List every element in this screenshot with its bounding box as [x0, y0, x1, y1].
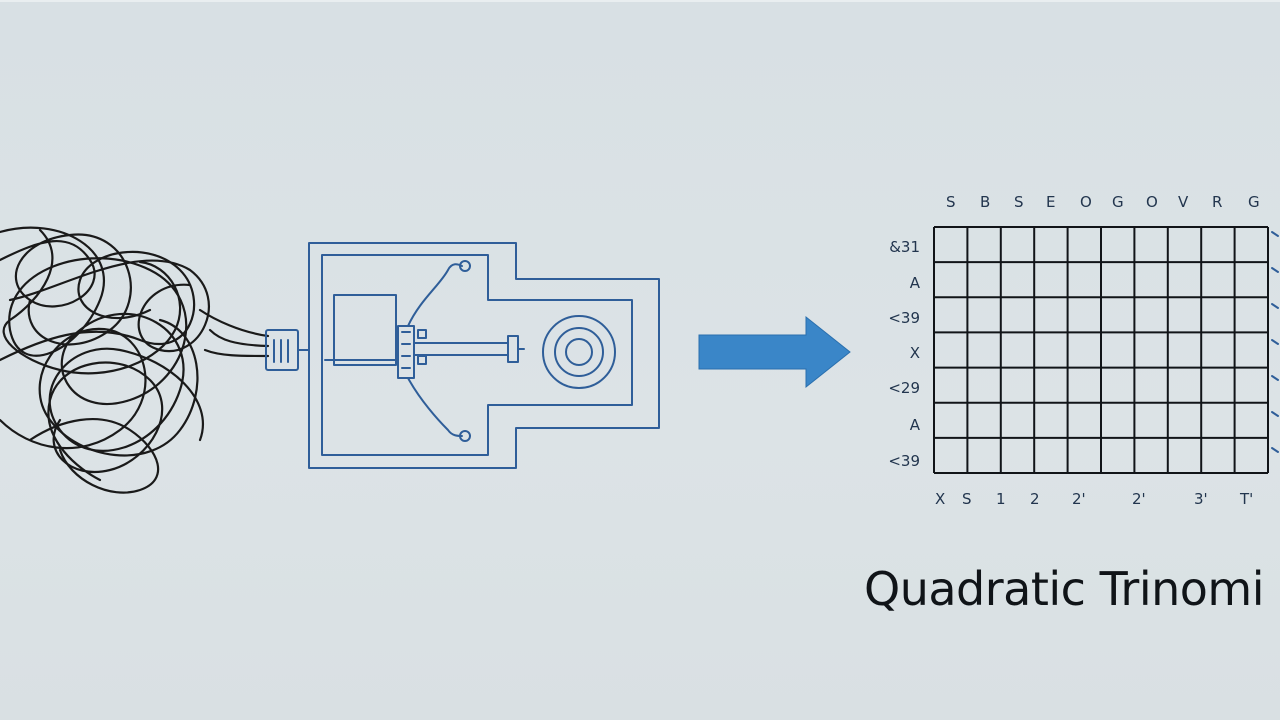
caption-text: Quadratic Trinomi	[864, 562, 1265, 616]
grid-column-label: E	[1046, 193, 1056, 211]
grid-column-label: V	[1178, 193, 1189, 211]
grid-bottom-label: 2'	[1132, 490, 1146, 508]
right-edge-marks	[1271, 231, 1279, 453]
top-border	[0, 0, 1280, 2]
grid-row-label: A	[909, 274, 920, 292]
grid-bottom-label: 1	[996, 490, 1006, 508]
tangled-wires-icon	[0, 226, 270, 494]
connector-plug	[265, 329, 310, 371]
grid-column-label: O	[1080, 193, 1092, 211]
grid-column-label: S	[946, 193, 956, 211]
grid-row-label: <39	[888, 452, 920, 470]
grid-bottom-label: 3'	[1194, 490, 1208, 508]
grid-bottom-label: T'	[1240, 490, 1254, 508]
grid-column-label: R	[1212, 193, 1223, 211]
circuit-device-icon	[308, 242, 660, 469]
grid-bottom-label: X	[935, 490, 946, 508]
grid-bottom-label: 2	[1030, 490, 1040, 508]
grid-column-label: G	[1112, 193, 1124, 211]
grid-column-label: G	[1248, 193, 1260, 211]
grid-column-label: O	[1146, 193, 1158, 211]
grid-row-label: <39	[888, 309, 920, 327]
grid-bottom-label: 2'	[1072, 490, 1086, 508]
grid-row-label: &31	[889, 238, 920, 256]
grid-row-label: A	[909, 416, 920, 434]
grid-column-label: S	[1014, 193, 1024, 211]
grid-column-label: B	[980, 193, 991, 211]
grid-table-icon	[933, 226, 1269, 474]
grid-bottom-label: S	[962, 490, 972, 508]
right-arrow-icon	[698, 315, 851, 389]
grid-row-label: <29	[888, 379, 920, 397]
grid-row-label: X	[909, 344, 920, 362]
